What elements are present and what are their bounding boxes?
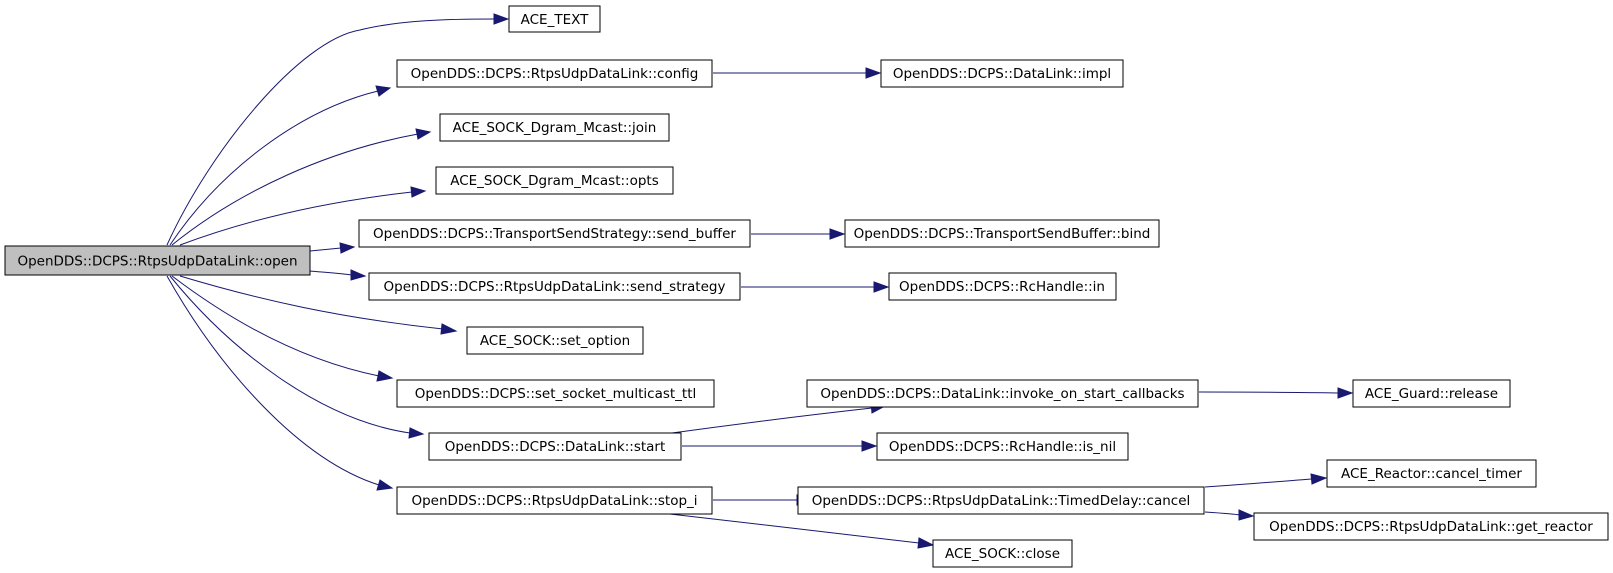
node-is-nil-label: OpenDDS::DCPS::RcHandle::is_nil bbox=[889, 439, 1116, 455]
edge-open-to-join bbox=[171, 128, 432, 246]
node-ace-text[interactable]: ACE_TEXT bbox=[508, 5, 601, 33]
node-start[interactable]: OpenDDS::DCPS::DataLink::start bbox=[428, 432, 682, 461]
node-open[interactable]: OpenDDS::DCPS::RtpsUdpDataLink::open bbox=[4, 245, 311, 276]
edge-stop-i-to-close bbox=[669, 513, 935, 549]
edge-td-cancel-to-cancel-timer bbox=[1204, 473, 1328, 488]
node-is-nil[interactable]: OpenDDS::DCPS::RcHandle::is_nil bbox=[876, 432, 1129, 461]
edge-td-cancel-to-get-reactor bbox=[1204, 509, 1255, 521]
node-open-label: OpenDDS::DCPS::RtpsUdpDataLink::open bbox=[17, 254, 297, 270]
edge-stop-i-to-td-cancel bbox=[712, 494, 813, 506]
node-join[interactable]: ACE_SOCK_Dgram_Mcast::join bbox=[439, 113, 670, 142]
edge-send-buffer-to-bind bbox=[751, 228, 846, 240]
node-release[interactable]: ACE_Guard::release bbox=[1352, 379, 1511, 408]
edge-open-to-start bbox=[169, 275, 425, 439]
node-opts-label: ACE_SOCK_Dgram_Mcast::opts bbox=[450, 173, 659, 189]
edge-open-to-send-strategy bbox=[309, 269, 367, 281]
edge-config-to-impl bbox=[713, 67, 882, 79]
edge-open-to-config bbox=[169, 85, 392, 246]
node-impl-label: OpenDDS::DCPS::DataLink::impl bbox=[893, 66, 1111, 82]
node-send-buffer-label: OpenDDS::DCPS::TransportSendStrategy::se… bbox=[373, 226, 736, 242]
edge-open-to-send-buffer bbox=[309, 242, 356, 254]
node-get-reactor-label: OpenDDS::DCPS::RtpsUdpDataLink::get_reac… bbox=[1269, 519, 1593, 535]
node-set-option[interactable]: ACE_SOCK::set_option bbox=[466, 326, 644, 355]
node-send-strategy[interactable]: OpenDDS::DCPS::RtpsUdpDataLink::send_str… bbox=[368, 272, 741, 301]
node-close-label: ACE_SOCK::close bbox=[945, 546, 1060, 562]
node-get-reactor[interactable]: OpenDDS::DCPS::RtpsUdpDataLink::get_reac… bbox=[1253, 512, 1609, 541]
node-rc-in[interactable]: OpenDDS::DCPS::RcHandle::in bbox=[888, 272, 1117, 301]
node-cancel-timer[interactable]: ACE_Reactor::cancel_timer bbox=[1326, 459, 1537, 488]
node-start-label: OpenDDS::DCPS::DataLink::start bbox=[445, 439, 666, 455]
node-opts[interactable]: ACE_SOCK_Dgram_Mcast::opts bbox=[435, 166, 674, 195]
edge-invoke-cb-to-release bbox=[1198, 387, 1354, 399]
edge-open-to-stop-i bbox=[166, 275, 394, 491]
node-stop-i[interactable]: OpenDDS::DCPS::RtpsUdpDataLink::stop_i bbox=[396, 486, 713, 515]
node-close[interactable]: ACE_SOCK::close bbox=[932, 539, 1073, 568]
node-invoke-cb-label: OpenDDS::DCPS::DataLink::invoke_on_start… bbox=[820, 386, 1184, 402]
node-impl[interactable]: OpenDDS::DCPS::DataLink::impl bbox=[880, 59, 1124, 88]
edge-open-to-opts bbox=[179, 186, 427, 246]
node-config-label: OpenDDS::DCPS::RtpsUdpDataLink::config bbox=[411, 66, 699, 82]
edge-open-to-set-ttl bbox=[171, 275, 394, 382]
node-stop-i-label: OpenDDS::DCPS::RtpsUdpDataLink::stop_i bbox=[411, 493, 697, 509]
node-set-ttl[interactable]: OpenDDS::DCPS::set_socket_multicast_ttl bbox=[396, 379, 715, 408]
node-invoke-cb[interactable]: OpenDDS::DCPS::DataLink::invoke_on_start… bbox=[806, 379, 1199, 408]
node-bind[interactable]: OpenDDS::DCPS::TransportSendBuffer::bind bbox=[844, 219, 1160, 248]
edge-open-to-set-option bbox=[179, 275, 458, 335]
node-release-label: ACE_Guard::release bbox=[1365, 386, 1498, 402]
edge-open-to-ace-text bbox=[166, 13, 510, 246]
node-bind-label: OpenDDS::DCPS::TransportSendBuffer::bind bbox=[854, 226, 1151, 242]
node-config[interactable]: OpenDDS::DCPS::RtpsUdpDataLink::config bbox=[396, 59, 713, 88]
edge-send-strategy-to-rc-in bbox=[741, 281, 890, 293]
node-td-cancel[interactable]: OpenDDS::DCPS::RtpsUdpDataLink::TimedDel… bbox=[797, 486, 1205, 515]
node-ace-text-label: ACE_TEXT bbox=[521, 12, 589, 28]
node-cancel-timer-label: ACE_Reactor::cancel_timer bbox=[1341, 466, 1522, 482]
node-set-ttl-label: OpenDDS::DCPS::set_socket_multicast_ttl bbox=[415, 386, 697, 402]
node-send-buffer[interactable]: OpenDDS::DCPS::TransportSendStrategy::se… bbox=[358, 219, 751, 248]
edge-start-to-is-nil bbox=[681, 440, 878, 452]
node-td-cancel-label: OpenDDS::DCPS::RtpsUdpDataLink::TimedDel… bbox=[812, 493, 1191, 509]
node-send-strategy-label: OpenDDS::DCPS::RtpsUdpDataLink::send_str… bbox=[384, 279, 726, 295]
node-rc-in-label: OpenDDS::DCPS::RcHandle::in bbox=[899, 279, 1105, 295]
node-set-option-label: ACE_SOCK::set_option bbox=[480, 333, 630, 349]
node-join-label: ACE_SOCK_Dgram_Mcast::join bbox=[453, 120, 657, 136]
